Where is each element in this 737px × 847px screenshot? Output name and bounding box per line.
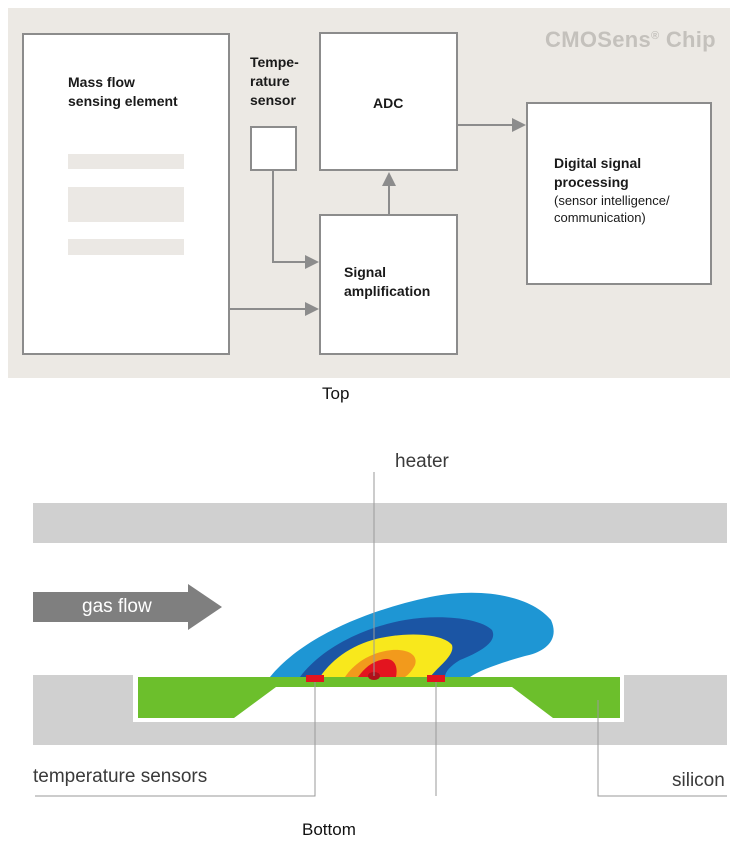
sensing-stripe	[68, 154, 184, 169]
downstream-temperature-sensor	[427, 675, 445, 682]
sensing-stripe	[68, 187, 184, 222]
temperature-sensor-box	[250, 126, 297, 171]
silicon-label: silicon	[672, 770, 725, 791]
mass-flow-sensing-element-box: Mass flow sensing element	[22, 33, 230, 355]
upper-channel-wall	[33, 503, 727, 543]
upstream-temperature-sensor	[306, 675, 324, 682]
temperature-sensor-callout-line	[35, 682, 316, 797]
temperature-sensor-label: Tempe- rature sensor	[250, 54, 299, 108]
arrowhead	[512, 118, 526, 132]
signal-amplification-box: Signal amplification	[319, 214, 458, 355]
gas-flow-label: gas flow	[82, 596, 152, 617]
signal-amplification-label: Signal amplification	[344, 264, 431, 299]
sensor-membrane	[138, 677, 620, 718]
temperature-to-amplifier-line	[272, 171, 306, 263]
gas-flow-arrow	[33, 584, 222, 630]
digital-signal-processing-box: Digital signal processing (sensor intell…	[526, 102, 712, 285]
mass-flow-label: Mass flow sensing element	[68, 74, 178, 109]
bottom-caption: Bottom	[302, 820, 356, 839]
adc-label: ADC	[373, 95, 404, 111]
silicon-callout-line	[597, 700, 727, 797]
arrowhead	[305, 302, 319, 316]
chip-title: CMOSens® Chip	[545, 27, 716, 52]
arrowhead	[305, 255, 319, 269]
sensing-stripe	[68, 239, 184, 255]
digital-signal-processing-label: Digital signal processing (sensor intell…	[554, 155, 670, 225]
heater-label: heater	[395, 451, 449, 472]
arrowhead	[382, 172, 396, 186]
temperature-sensors-label: temperature sensors	[33, 766, 208, 787]
heat-plume-core	[358, 659, 397, 677]
top-caption: Top	[322, 384, 350, 403]
adc-box: ADC	[319, 32, 458, 171]
